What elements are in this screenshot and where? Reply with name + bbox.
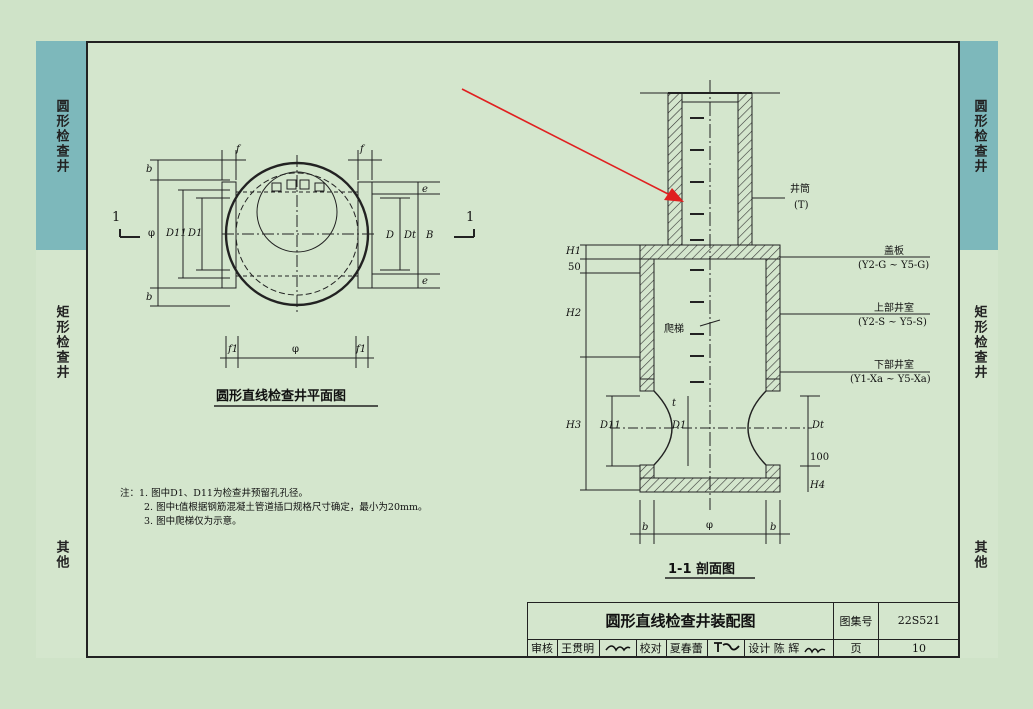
reviewer-name: 王贯明 [557, 638, 600, 659]
label-gaiban: 盖板 [884, 246, 904, 257]
annotation-arrow [461, 88, 684, 202]
plan-dim-Dt: Dt [404, 230, 417, 241]
review-label: 审核 [526, 638, 559, 659]
designer-signature [804, 648, 826, 654]
plan-dim-e-top: e [422, 184, 428, 195]
label-ladder: 爬梯 [664, 324, 684, 335]
plan-dim-D: D [386, 230, 395, 241]
plan-dim-phi-left: φ [148, 228, 156, 239]
drawing-sheet [36, 41, 998, 658]
section-dim-t: t [672, 398, 677, 409]
sidebar-left-tab-circular[interactable]: 圆形检查井 [36, 41, 86, 250]
drawing-notes: 注：1. 图中D1、D11为检查井预留孔孔径。 2. 图中t值根据钢筋混凝土管道… [120, 487, 428, 529]
note-2: 2. 图中t值根据钢筋混凝土管道插口规格尺寸确定，最小为20mm。 [144, 502, 428, 513]
plan-title: 圆形直线检查井平面图 [216, 389, 347, 404]
label-lower-chamber-code: (Y1-Xa ~ Y5-Xa) [850, 374, 931, 385]
sidebar-right-tab-rectangular[interactable]: 矩形检查井 [960, 250, 998, 452]
note-3: 3. 图中爬梯仅为示意。 [144, 516, 242, 527]
design-cell: 设计 陈 辉 [744, 638, 834, 659]
drawing-frame [86, 41, 960, 658]
atlas-label: 图集号 [833, 602, 879, 640]
label-lower-chamber: 下部井室 [874, 360, 914, 371]
section-dim-h3: H3 [566, 420, 582, 431]
page-label: 页 [833, 638, 879, 659]
tab-label: 矩形检查井 [53, 305, 69, 380]
section-dim-50: 50 [568, 262, 581, 273]
section-dim-d11: D11 [600, 420, 621, 431]
label-gaiban-code: (Y2-G ~ Y5-G) [858, 260, 930, 271]
tab-label: 其他 [53, 540, 69, 570]
section-dim-phi: φ [706, 520, 714, 531]
reviewer-signature [598, 638, 637, 659]
page-number: 10 [878, 638, 960, 659]
atlas-number: 22S521 [878, 602, 960, 640]
plan-dim-f1-right: f1 [356, 344, 367, 355]
plan-dim-B: B [426, 230, 434, 241]
checker-signature [707, 638, 746, 659]
tab-label: 其他 [971, 540, 987, 570]
plan-dim-f-right: f [360, 144, 364, 155]
check-label: 校对 [635, 638, 667, 659]
plan-view [119, 150, 475, 368]
title-block: 圆形直线检查井装配图 图集号 22S521 审核 王贯明 校对 夏春蕾 设计 陈… [526, 602, 960, 659]
section-dim-h1: H1 [566, 246, 582, 257]
section-dim-h2: H2 [566, 308, 582, 319]
plan-dim-f-left: f [236, 144, 240, 155]
section-mark-left: 1 [112, 210, 121, 225]
plan-dim-d1: D1 [188, 228, 203, 239]
label-upper-chamber-code: (Y2-S ~ Y5-S) [858, 317, 927, 328]
section-dim-100: 100 [810, 452, 830, 463]
section-title: 1-1 剖面图 [668, 562, 736, 577]
plan-dim-b-bottom: b [146, 292, 153, 303]
sidebar-left-tab-rectangular[interactable]: 矩形检查井 [36, 250, 86, 452]
label-jingtong-code: (T) [794, 200, 809, 211]
plan-dim-phi-bottom: φ [292, 344, 300, 355]
label-jingtong: 井筒 [790, 184, 810, 195]
section-view [580, 80, 930, 544]
section-dim-dt: Dt [812, 420, 825, 431]
plan-dim-f1-left: f1 [228, 344, 239, 355]
section-dim-d1: D1 [672, 420, 687, 431]
section-mark-right: 1 [466, 210, 475, 225]
tab-label: 圆形检查井 [53, 99, 69, 174]
sidebar-left-tab-other[interactable]: 其他 [36, 452, 86, 658]
design-label: 设计 [748, 642, 771, 656]
plan-dim-e-bottom: e [422, 276, 428, 287]
checker-name: 夏春蕾 [665, 638, 709, 659]
note-1: 注：1. 图中D1、D11为检查井预留孔孔径。 [120, 488, 308, 499]
plan-dim-b-top: b [146, 164, 153, 175]
plan-dim-d11: D11 [166, 228, 187, 239]
sidebar-right-tab-circular[interactable]: 圆形检查井 [960, 41, 998, 250]
section-dim-b-right: b [770, 522, 777, 533]
sidebar-right-tab-other[interactable]: 其他 [960, 452, 998, 658]
section-dim-h4: H4 [810, 480, 826, 491]
tab-label: 矩形检查井 [971, 305, 987, 380]
tab-label: 圆形检查井 [971, 99, 987, 174]
title-block-title: 圆形直线检查井装配图 [527, 602, 834, 640]
section-dim-b-left: b [642, 522, 649, 533]
designer-name: 陈 辉 [773, 642, 800, 656]
label-upper-chamber: 上部井室 [874, 303, 914, 314]
